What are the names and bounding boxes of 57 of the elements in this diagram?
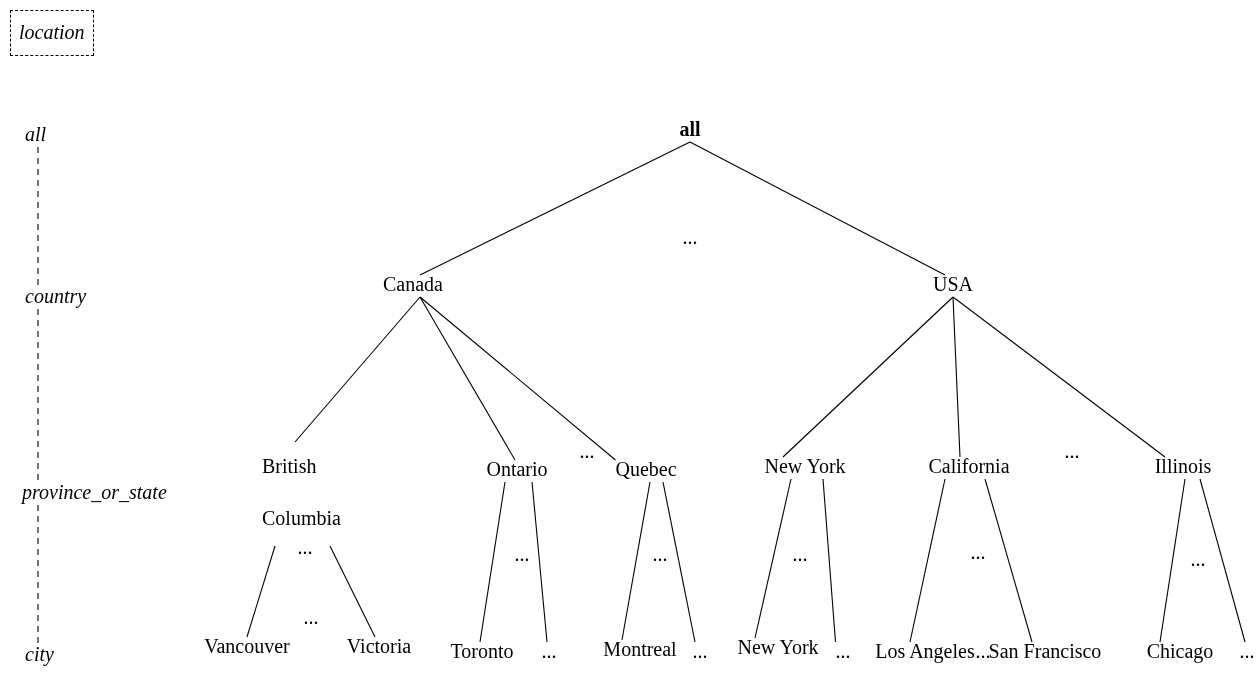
dashed-connector [37, 504, 39, 646]
dashed-connector [37, 146, 39, 288]
tree-branch [621, 481, 651, 641]
ellipsis-text: ... [1064, 440, 1080, 462]
node-label: ... [692, 640, 708, 662]
tree-branch [689, 141, 946, 276]
tree-branch [952, 296, 1166, 458]
node-label: Vancouver [204, 635, 290, 657]
tree-branch [909, 478, 946, 643]
node-label: San Francisco [988, 640, 1102, 662]
node-label: Quebec [615, 458, 677, 480]
level-label: all [25, 123, 47, 145]
tree-branch [984, 478, 1033, 643]
node-label: New York [737, 636, 819, 658]
node-label: Victoria [346, 635, 412, 657]
node-label: ... [835, 640, 851, 662]
node-label: Ontario [486, 458, 548, 480]
ellipsis-text: ... [303, 606, 319, 628]
tree-branch [246, 545, 276, 638]
node-label: Chicago [1146, 640, 1214, 662]
node-label: USA [933, 273, 973, 295]
ellipsis-text: ... [579, 440, 595, 462]
tree-branch [294, 296, 421, 443]
node-label: Canada [383, 273, 443, 295]
tree-branch [952, 296, 961, 458]
ellipsis-text: ... [514, 543, 530, 565]
ellipsis-text: ... [970, 541, 986, 563]
node-label: ... [1239, 640, 1255, 662]
tree-branch [782, 296, 954, 458]
tree-branch [479, 481, 506, 643]
tree-branch [531, 481, 548, 643]
level-label: province_or_state [22, 481, 167, 503]
tree-branch [419, 141, 691, 276]
level-label: city [25, 643, 54, 665]
tree-branch [822, 478, 837, 643]
node-label: New York [764, 455, 846, 477]
ellipsis-text: ... [682, 226, 698, 248]
ellipsis-text: ... [975, 640, 991, 662]
node-label: California [928, 455, 1010, 477]
tree-branch [1199, 478, 1246, 643]
tree-branch [329, 545, 376, 638]
ellipsis-text: ... [792, 543, 808, 565]
ellipsis-text: ... [652, 543, 668, 565]
tree-branch [1159, 478, 1186, 643]
node-label: Los Angeles [875, 640, 975, 662]
node-label: ... [541, 640, 557, 662]
node-label: all [679, 118, 701, 140]
node-label: Montreal [603, 638, 677, 660]
dimension-box: location [10, 10, 94, 56]
tree-branch [662, 481, 696, 643]
tree-branch [754, 478, 792, 639]
level-label: country [25, 285, 87, 307]
tree-branch [419, 296, 516, 461]
node-label: Illinois [1154, 455, 1212, 477]
ellipsis-text: ... [1190, 548, 1206, 570]
tree-branch [419, 296, 616, 461]
node-label: Toronto [450, 640, 514, 662]
